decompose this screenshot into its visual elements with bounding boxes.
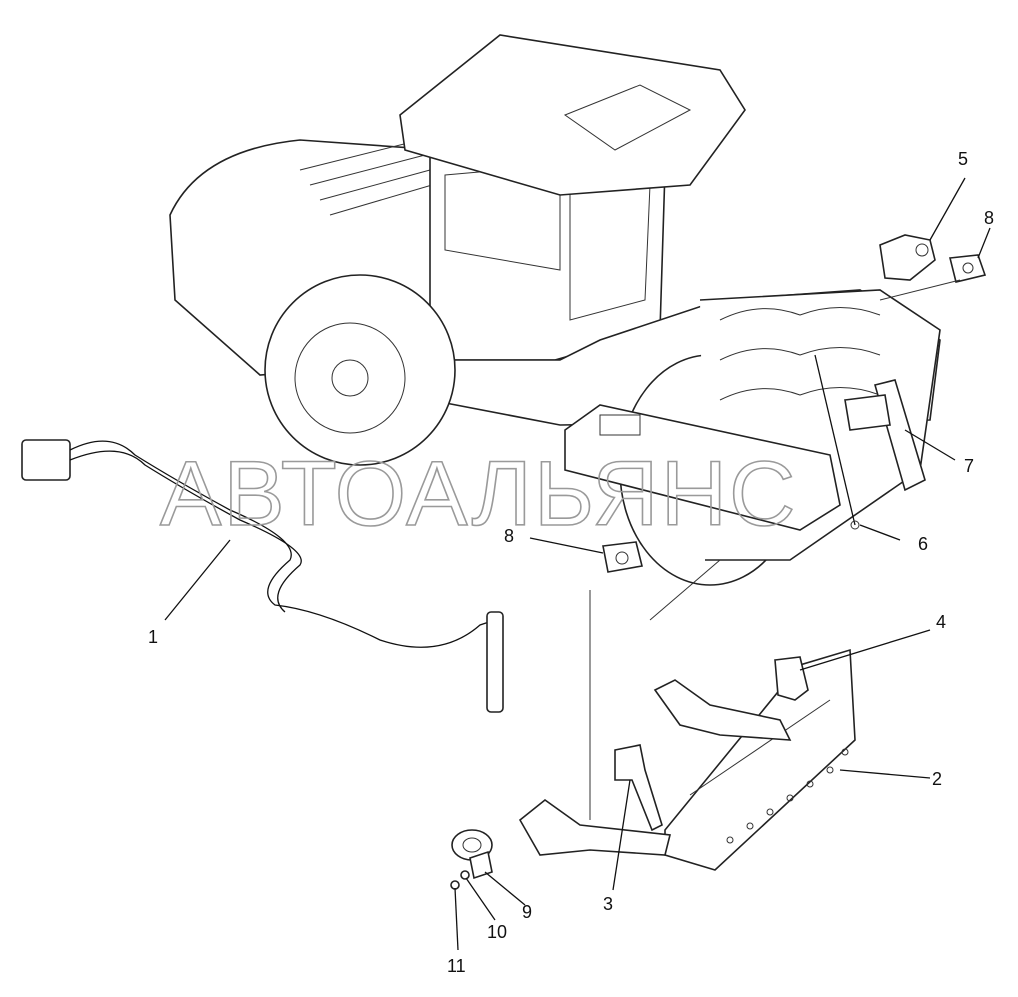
callout-1: 1	[148, 627, 158, 647]
callout-labels: 1 2 3 4 5 6 7 8 8 9 10 11	[148, 149, 994, 976]
callout-11: 11	[447, 956, 466, 976]
callout-9: 9	[522, 902, 532, 922]
callout-2: 2	[932, 769, 942, 789]
roller-machine	[169, 34, 941, 586]
part-1-hose-assembly	[21, 439, 504, 713]
part-10-washer	[460, 870, 470, 880]
callout-7: 7	[964, 456, 974, 476]
part-8-pad-upper	[949, 254, 987, 283]
part-8-pad-lower	[602, 541, 643, 573]
part-7-cylinder	[844, 379, 926, 492]
callout-8-upper: 8	[984, 208, 994, 228]
part-5-bracket	[879, 234, 936, 281]
part-9-mount	[451, 829, 493, 880]
part-6-rod	[814, 354, 860, 530]
part-4-bracket	[774, 656, 809, 701]
part-3-bracket	[614, 744, 663, 832]
push-arms	[518, 679, 792, 856]
callout-4: 4	[936, 612, 946, 632]
watermark-text: АВТОАЛЬЯНС	[160, 443, 798, 545]
callout-3: 3	[603, 894, 613, 914]
callout-6: 6	[918, 534, 928, 554]
callout-5: 5	[958, 149, 968, 169]
callout-10: 10	[487, 922, 507, 942]
callout-8-lower: 8	[504, 526, 514, 546]
part-2-dozer-blade	[664, 648, 856, 871]
leader-lines	[164, 177, 991, 951]
part-11-bolt	[450, 880, 460, 890]
